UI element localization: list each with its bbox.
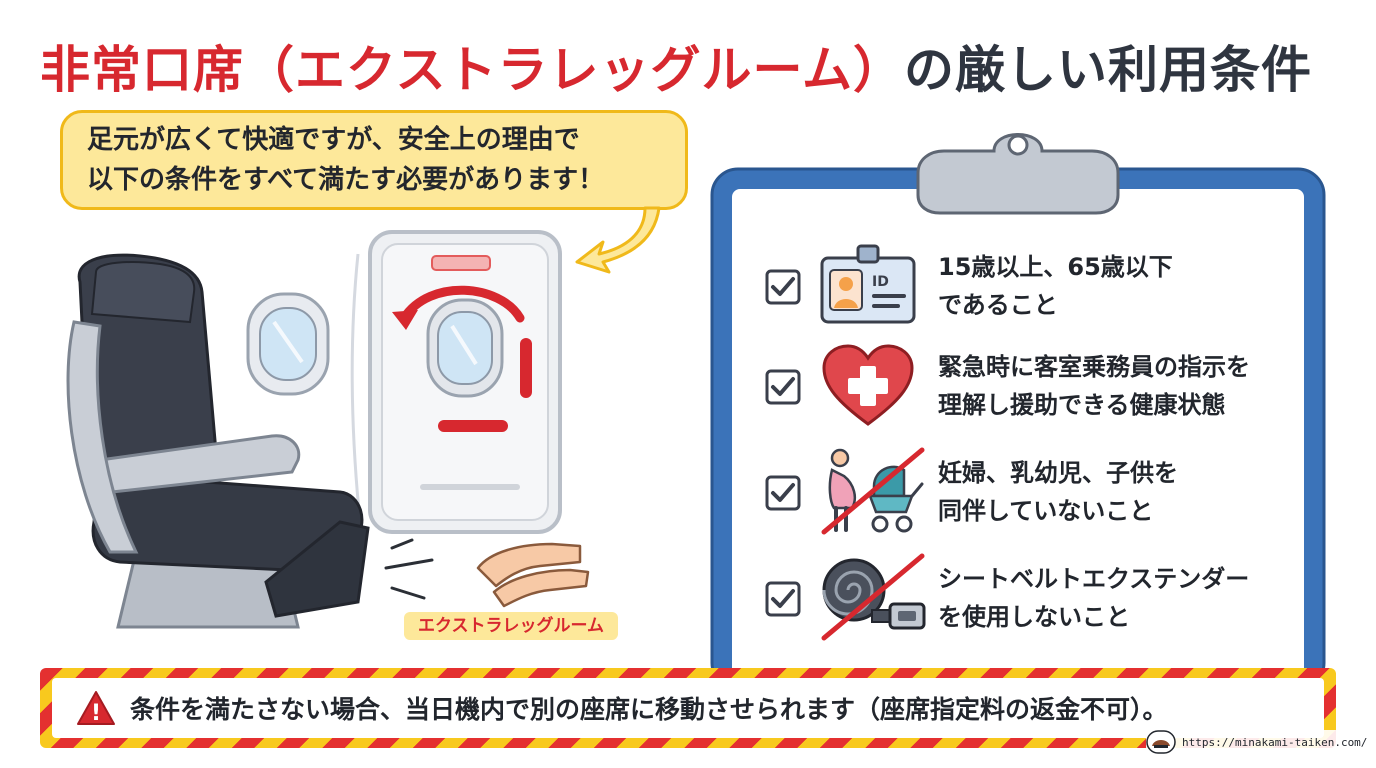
warning-triangle-icon: !: [77, 691, 115, 726]
checkbox-checked-icon: [765, 269, 801, 305]
motion-lines-icon: [384, 538, 434, 600]
id-card-icon: ID: [820, 244, 916, 324]
checkbox-checked-icon: [765, 475, 801, 511]
warning-banner: ! 条件を満たさない場合、当日機内で別の座席に移動させられます（座席指定料の返金…: [40, 668, 1336, 748]
checklist-item-line1: 15歳以上、65歳以下: [938, 253, 1173, 281]
checklist-item-line1: 緊急時に客室乗務員の指示を: [938, 353, 1250, 381]
legroom-label: エクストラレッグルーム: [404, 612, 618, 640]
checklist-item-line2: であること: [938, 291, 1058, 319]
checkbox-checked-icon: [765, 581, 801, 617]
checklist-item-seatbelt: シートベルトエクステンダー を使用しないこと: [760, 552, 1320, 642]
checklist-item-text: シートベルトエクステンダー を使用しないこと: [938, 560, 1318, 636]
speech-bubble-line1: 足元が広くて快適ですが、安全上の理由で: [87, 125, 580, 155]
seatbelt-extender-prohibited-icon: [821, 553, 926, 641]
footer-url[interactable]: https://minakami-taiken.com/: [1182, 735, 1368, 749]
warning-banner-inner: ! 条件を満たさない場合、当日機内で別の座席に移動させられます（座席指定料の返金…: [52, 678, 1324, 738]
warning-glyph: !: [91, 701, 101, 726]
checklist-item-line2: を使用しないこと: [938, 603, 1130, 631]
checklist-item-text: 妊婦、乳幼児、子供を 同伴していないこと: [938, 454, 1318, 530]
stretched-legs-icon: [476, 542, 590, 608]
site-logo-icon: [1146, 730, 1176, 754]
pregnant-stroller-prohibited-icon: [821, 447, 925, 535]
footer-credit: https://minakami-taiken.com/: [1146, 730, 1374, 754]
checklist-item-line2: 同伴していないこと: [938, 497, 1154, 525]
checklist-item-text: 緊急時に客室乗務員の指示を 理解し援助できる健康状態: [938, 348, 1318, 424]
title-red-part: 非常口席（エクストラレッグルーム）: [40, 41, 904, 99]
checklist-item-companions: 妊婦、乳幼児、子供を 同伴していないこと: [760, 446, 1320, 536]
checklist-item-line2: 理解し援助できる健康状態: [938, 391, 1226, 419]
id-card-label: ID: [872, 274, 889, 290]
airplane-seat-icon: [66, 253, 370, 629]
checklist-item-line1: 妊婦、乳幼児、子供を: [938, 459, 1178, 487]
checklist-item-line1: シートベルトエクステンダー: [938, 565, 1250, 593]
checkbox-checked-icon: [765, 369, 801, 405]
emergency-door-icon: [368, 230, 562, 534]
bubble-arrow-icon: [575, 206, 661, 274]
speech-bubble: 足元が広くて快適ですが、安全上の理由で 以下の条件をすべて満たす必要があります！: [60, 110, 688, 210]
exit-row-illustration: [66, 230, 590, 629]
heart-cross-icon: [822, 344, 914, 426]
checklist-item-health: 緊急時に客室乗務員の指示を 理解し援助できる健康状態: [760, 340, 1320, 430]
checklist-item-age: ID 15歳以上、65歳以下 であること: [760, 240, 1320, 330]
checklist-item-text: 15歳以上、65歳以下 であること: [938, 248, 1318, 324]
speech-bubble-line2: 以下の条件をすべて満たす必要があります！: [87, 165, 605, 195]
page-title: 非常口席（エクストラレッグルーム）の厳しい利用条件: [40, 30, 1340, 102]
window-icon: [246, 292, 330, 396]
warning-text: 条件を満たさない場合、当日機内で別の座席に移動させられます（座席指定料の返金不可…: [130, 695, 1168, 724]
title-dark-part: の厳しい利用条件: [904, 41, 1312, 99]
